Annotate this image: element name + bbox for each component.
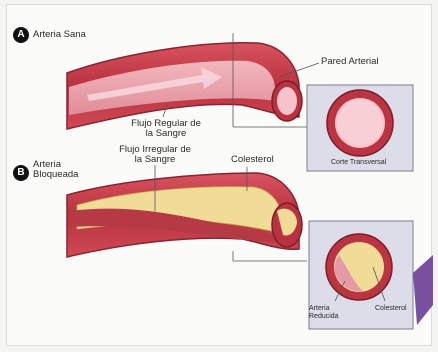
- section-b-title-line2: Bloqueada: [33, 170, 78, 180]
- irregular-flow-line2: la Sangre: [99, 155, 211, 165]
- reduced-artery-line1: Arteria: [309, 305, 339, 313]
- cross-section-label: Corte Transversal: [331, 159, 386, 167]
- reduced-artery-line2: Reducida: [309, 313, 339, 321]
- section-a-title: Arteria Sana: [33, 30, 86, 40]
- blocked-artery: [67, 165, 307, 261]
- irregular-flow-label: Flujo Irregular de la Sangre: [99, 145, 211, 165]
- regular-flow-label: Flujo Regular de la Sangre: [111, 119, 221, 139]
- healthy-artery: [67, 33, 319, 129]
- next-slide-arrow: [413, 255, 433, 325]
- cholesterol-label: Colesterol: [231, 155, 274, 165]
- section-b-title: Arteria Bloqueada: [33, 160, 78, 180]
- cross-cholesterol-label: Colesterol: [375, 305, 407, 313]
- section-a-badge: A: [13, 27, 29, 43]
- regular-flow-line2: la Sangre: [111, 129, 221, 139]
- section-b-badge: B: [13, 165, 29, 181]
- reduced-artery-label: Arteria Reducida: [309, 305, 339, 321]
- artery-wall-label: Pared Arterial: [321, 57, 379, 67]
- diagram-frame: A Arteria Sana Pared Arterial Flujo Regu…: [6, 4, 432, 346]
